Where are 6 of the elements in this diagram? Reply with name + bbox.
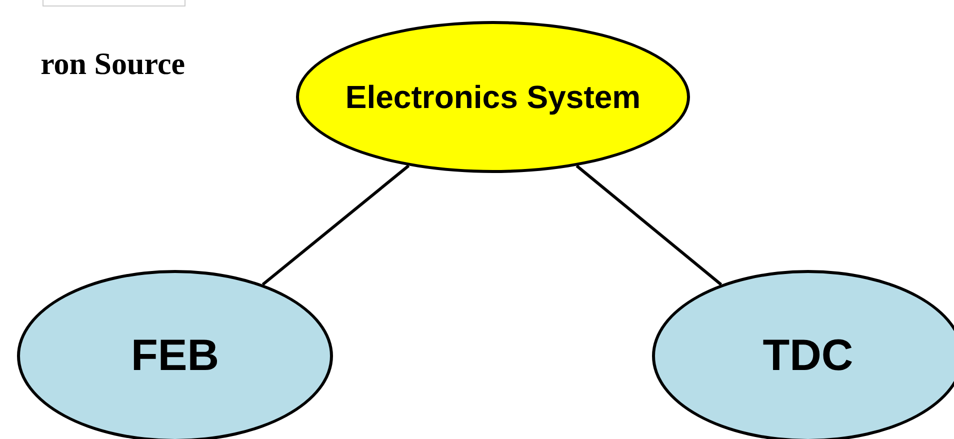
connector-line — [262, 164, 410, 286]
node-label: Electronics System — [345, 78, 641, 116]
node-label: FEB — [131, 331, 219, 381]
node-label: TDC — [762, 331, 854, 381]
connector-line — [576, 164, 722, 286]
heading-fragment: ron Source — [40, 46, 185, 82]
